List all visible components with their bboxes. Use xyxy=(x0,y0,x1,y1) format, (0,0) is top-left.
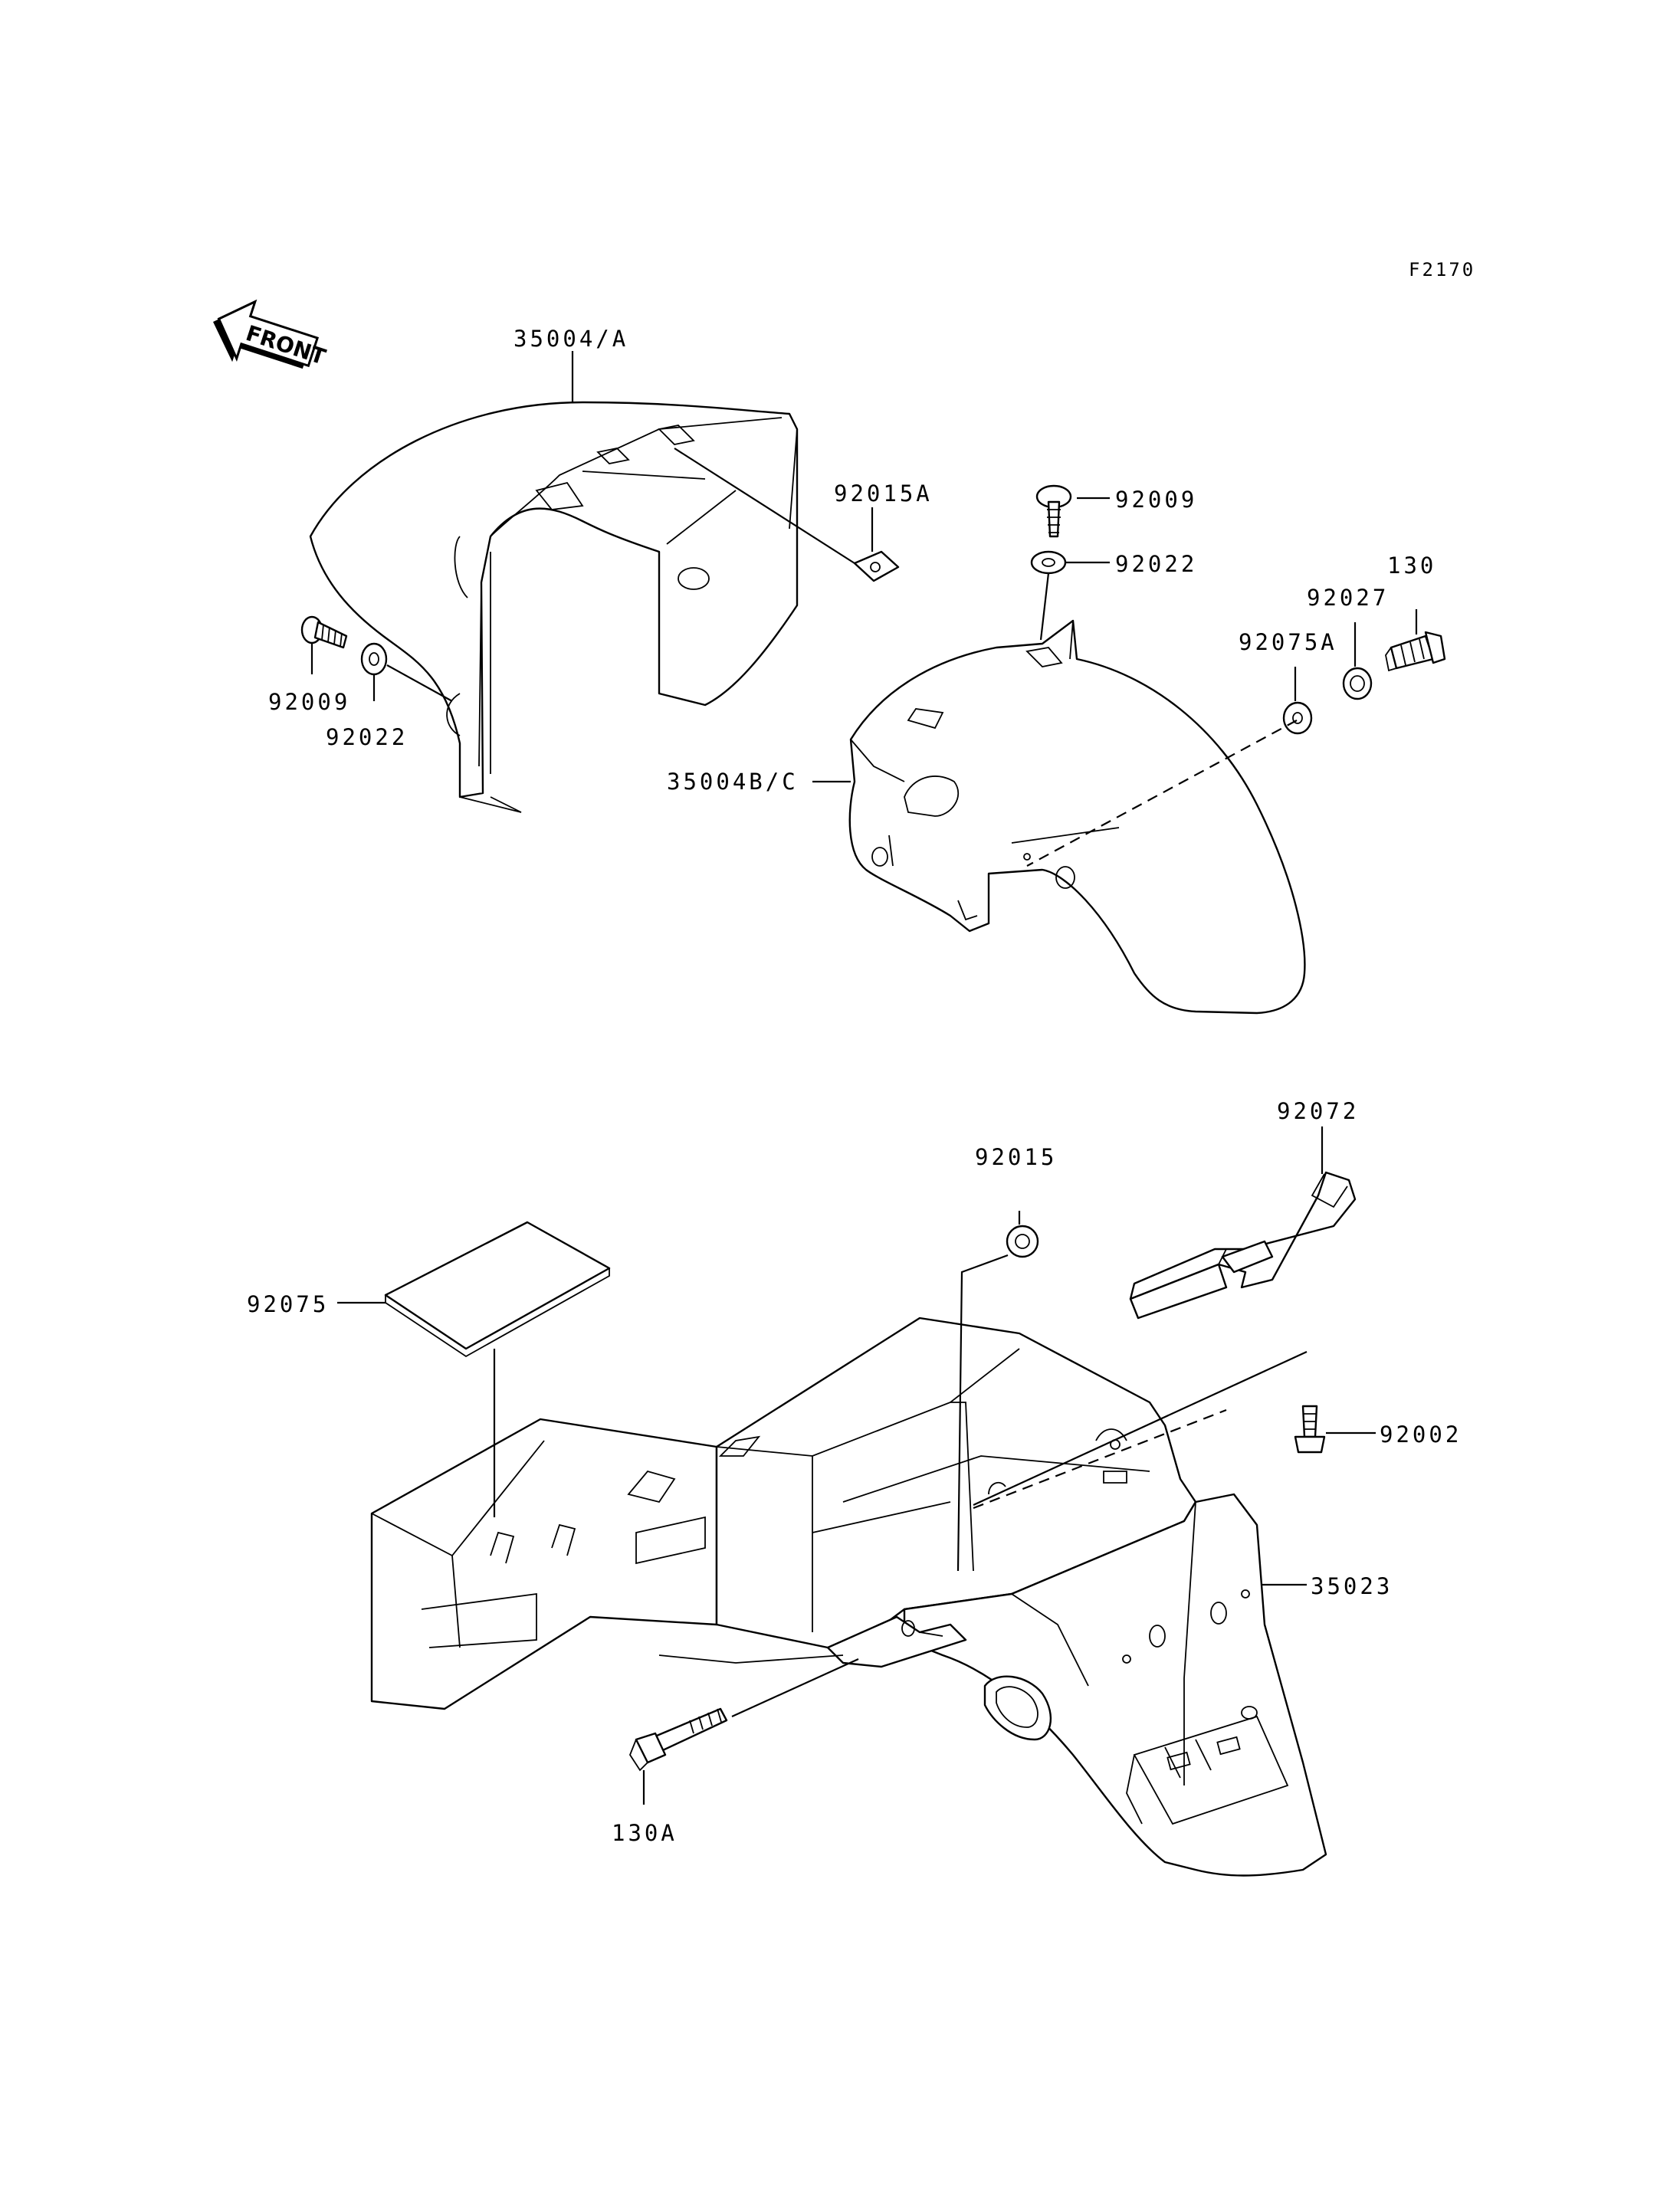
pad-92075a xyxy=(1282,701,1313,735)
callout-92022-top: 92022 xyxy=(1115,551,1197,577)
callout-92015a: 92015A xyxy=(834,480,933,507)
figure-code: F2170 xyxy=(1409,259,1475,280)
callout-92072: 92072 xyxy=(1277,1098,1359,1124)
strap-92072 xyxy=(1129,1171,1357,1320)
callout-130: 130 xyxy=(1387,553,1436,579)
bolt-130 xyxy=(1385,631,1446,672)
callout-92009-top: 92009 xyxy=(1115,487,1197,513)
callout-35004bc: 35004B/C xyxy=(667,769,799,795)
callout-92075a: 92075A xyxy=(1239,629,1337,655)
callout-92075: 92075 xyxy=(247,1291,329,1317)
clip-nut-92015a xyxy=(853,550,900,582)
callout-92009-left: 92009 xyxy=(268,689,350,715)
grommet-92015 xyxy=(1006,1225,1039,1258)
front-fender-lower xyxy=(848,619,1306,1015)
callout-92002: 92002 xyxy=(1380,1421,1462,1448)
callout-35004a: 35004/A xyxy=(514,326,628,352)
bolt-130a xyxy=(628,1707,728,1772)
screw-92002 xyxy=(1294,1405,1326,1454)
callout-92015: 92015 xyxy=(975,1144,1057,1170)
callout-92027: 92027 xyxy=(1307,585,1389,611)
bolt-92009-top xyxy=(1035,484,1072,538)
front-arrow-icon: FRONT xyxy=(213,299,329,370)
collar-92027 xyxy=(1342,667,1373,700)
pad-92075 xyxy=(384,1221,611,1358)
callout-labels: 35004/A 92015A 92009 92022 130 92027 920… xyxy=(247,326,1462,1846)
leader-lines xyxy=(310,351,1418,1805)
bolt-92009-left xyxy=(300,615,348,649)
washer-92022-top xyxy=(1030,550,1067,575)
callout-35023: 35023 xyxy=(1311,1573,1393,1599)
washer-92022-left xyxy=(360,642,388,676)
front-fender-upper xyxy=(309,401,799,813)
rear-fender xyxy=(370,1317,1327,1877)
callout-92022-left: 92022 xyxy=(326,724,408,750)
callout-130a: 130A xyxy=(612,1820,678,1846)
